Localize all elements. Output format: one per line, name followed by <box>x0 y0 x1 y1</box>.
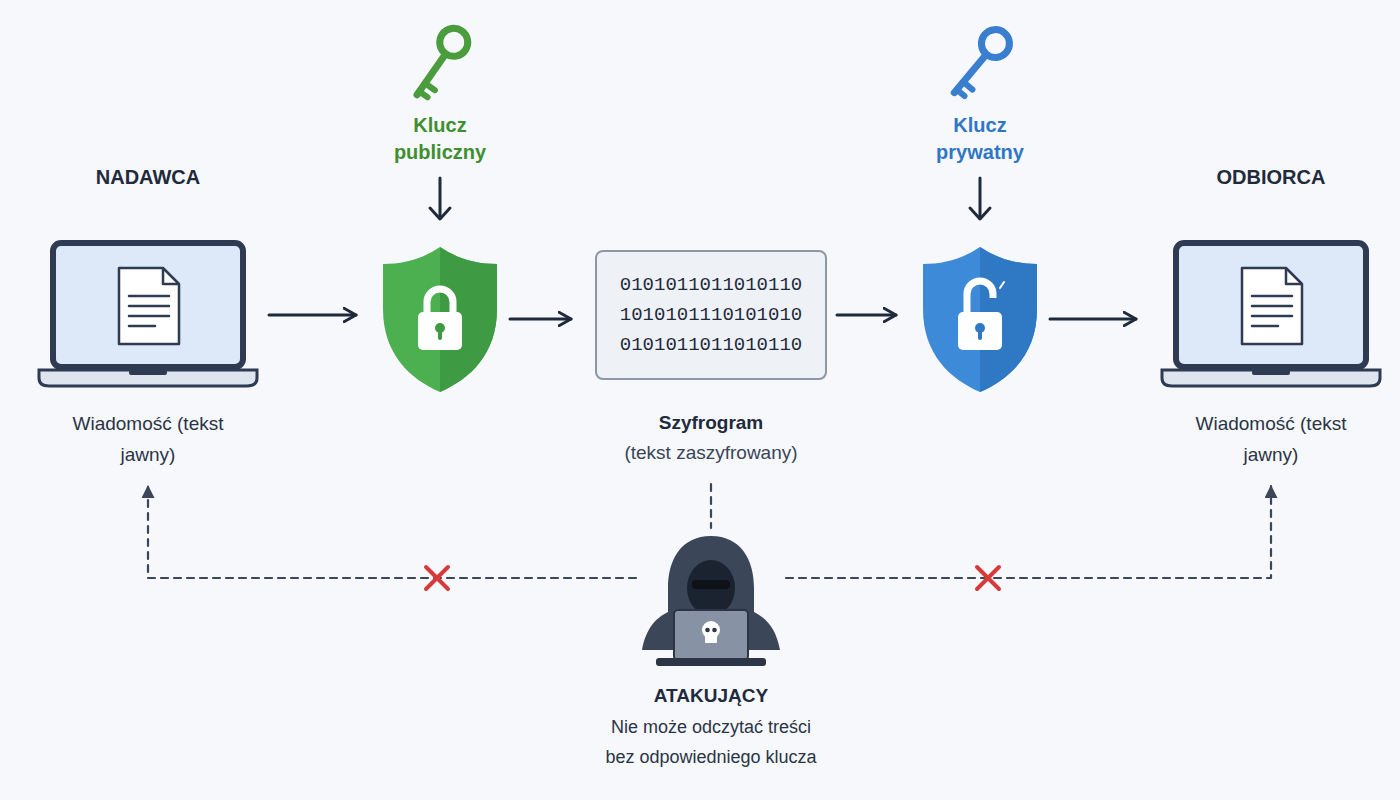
key-icon <box>944 24 1016 102</box>
lock-shield <box>380 244 500 394</box>
node-label: Wiadomość (tekst jawny) <box>66 408 231 470</box>
laptop-icon <box>1160 240 1382 390</box>
attacker-figure <box>642 536 780 666</box>
diagram-node: Klucz publiczny <box>360 16 520 394</box>
blocked-mark <box>977 567 999 589</box>
ciphertext-box: 0101011011010110 1010101110101010 010101… <box>595 250 827 380</box>
flow-arrow <box>510 318 571 321</box>
flow-arrow <box>1050 318 1136 321</box>
diagram-node: 0101011011010110 1010101110101010 010101… <box>581 250 841 466</box>
key-icon <box>406 23 474 103</box>
diagram-node: ATAKUJĄCYNie może odczytać treści bez od… <box>541 532 881 772</box>
down-arrow <box>900 172 1060 230</box>
key-label: Klucz prywatny <box>923 112 1038 166</box>
unlock-shield <box>923 247 1037 392</box>
dashed-connector <box>786 486 1271 578</box>
node-label: (tekst zaszyfrowany) <box>624 440 797 466</box>
down-arrow <box>360 172 520 230</box>
flow-arrow <box>837 314 896 317</box>
diagram-node: Klucz prywatny <box>900 16 1060 394</box>
node-heading: Szyfrogram <box>659 410 764 436</box>
node-label: Nie może odczytać treści bez odpowiednie… <box>596 712 826 772</box>
node-label: Wiadomość (tekst jawny) <box>1189 408 1354 470</box>
laptop-icon <box>1162 243 1380 386</box>
laptop-icon <box>39 243 257 386</box>
key-icon <box>900 16 1060 108</box>
binary-text: 0101011011010110 1010101110101010 010101… <box>611 270 811 360</box>
blocked-mark <box>426 567 448 589</box>
key-label: Klucz publiczny <box>383 112 498 166</box>
node-heading: ODBIORCA <box>1217 163 1326 191</box>
flow-arrow <box>269 314 356 317</box>
diagram-node: NADAWCA Wiadomość (tekst jawny) <box>30 163 266 470</box>
dashed-connector <box>710 484 712 528</box>
diagram-node: ODBIORCA Wiadomość (tekst jawny) <box>1153 163 1389 470</box>
lock-shield <box>383 247 497 392</box>
node-heading: NADAWCA <box>96 163 200 191</box>
unlock-shield <box>920 244 1040 394</box>
down-arrow <box>970 178 990 219</box>
attacker-figure <box>636 532 786 670</box>
node-heading: ATAKUJĄCY <box>654 682 768 710</box>
laptop-icon <box>37 240 259 390</box>
key-icon <box>360 16 520 108</box>
down-arrow <box>430 178 450 219</box>
dashed-connector <box>148 486 636 578</box>
